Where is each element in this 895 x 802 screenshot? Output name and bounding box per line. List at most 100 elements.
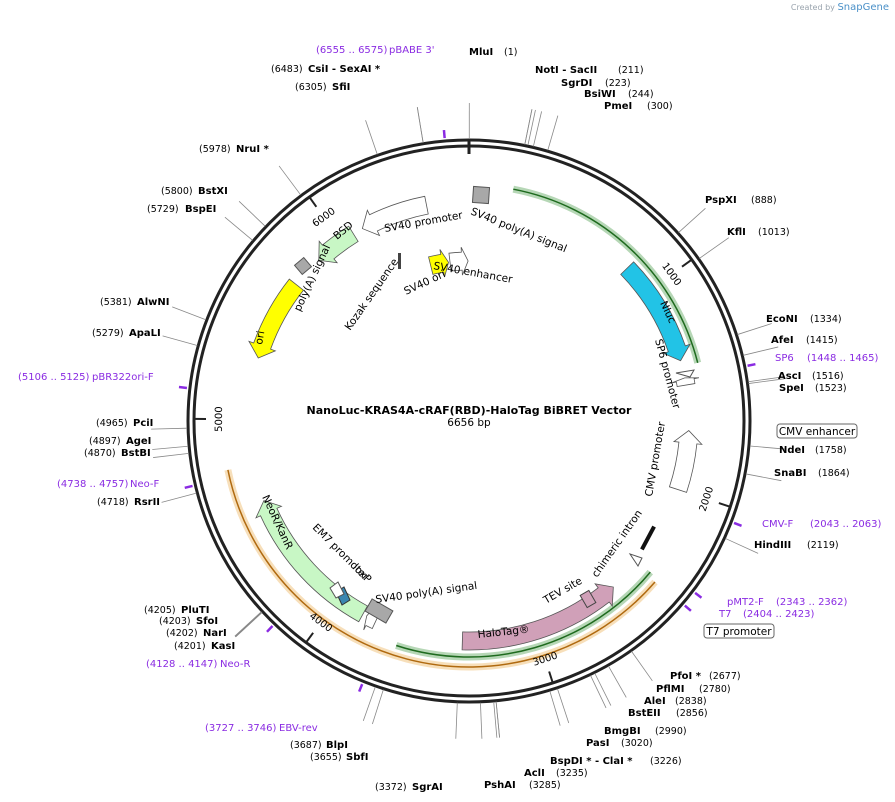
site-AgeI-pos: (4897): [89, 436, 121, 447]
site-BlpI-pos: (3687): [290, 740, 322, 751]
label-halotag: HaloTag®: [477, 624, 530, 641]
orf-orange: [227, 469, 656, 668]
site-AscI-pos: (1516): [812, 371, 844, 382]
site-AleI-pos: (2838): [675, 696, 707, 707]
site-line-14: [725, 538, 759, 554]
tick-3000: [548, 671, 554, 684]
site-BmgBI: BmgBI: [604, 726, 641, 737]
site-SfoI: SfoI: [196, 616, 218, 627]
site-line-9: [743, 346, 779, 356]
orf-arcs: [224, 185, 702, 671]
site-PflMI-pos: (2780): [699, 684, 731, 695]
label-sv40-enhancer: SV40 enhancer: [432, 260, 513, 286]
site-ApaLI-pos: (5279): [92, 328, 124, 339]
primer-mark-7: [184, 484, 193, 490]
site-NdeI-pos: (1758): [815, 445, 847, 456]
site-line-12: [749, 445, 786, 450]
site-line-11: [748, 378, 785, 384]
site-PfoI: PfoI *: [670, 671, 702, 682]
tick-marks: [194, 196, 731, 684]
site-NruI: NruI *: [236, 144, 270, 155]
snapgene-brand: SnapGene: [837, 2, 889, 13]
t7-promoter-box: [703, 623, 775, 639]
site-line-23: [493, 701, 498, 738]
site-line-41: [365, 120, 378, 155]
site-BstBI: BstBI: [121, 448, 151, 459]
sv40-polya-box-top: [471, 185, 491, 205]
site-RsrII-pos: (4718): [97, 497, 129, 508]
plasmid-name: NanoLuc-KRAS4A-cRAF(RBD)-HaloTag BiBRET …: [307, 404, 632, 417]
site-line-20: [549, 691, 561, 726]
site-AscI: AscI: [778, 371, 801, 382]
site-line-24: [480, 702, 483, 739]
orf-green-bottom: [396, 571, 651, 658]
chimeric-small-arrow: [628, 553, 643, 567]
site-BstXI: BstXI: [198, 186, 228, 197]
tick-1000: [681, 258, 693, 268]
site-line-5: [547, 115, 559, 151]
site-BstEII: BstEII: [628, 708, 661, 719]
site-PciI-pos: (4965): [96, 418, 128, 429]
site-line-10: [748, 376, 784, 383]
site-line-30: [234, 611, 262, 637]
site-BmgBI-pos: (2990): [655, 726, 687, 737]
cmv-enhancer-box: [776, 423, 858, 439]
primer-mark-8: [178, 385, 188, 390]
sv40-polya-box-bottom: [364, 598, 394, 624]
tick-label-3000: 3000: [532, 650, 560, 668]
site-line-17: [594, 673, 612, 706]
site-AlwNI: AlwNI: [137, 297, 170, 308]
primer-marks: [178, 129, 756, 693]
primer-pmt2f-name: pMT2-F: [727, 597, 764, 608]
site-SgrDI-pos: (223): [605, 78, 631, 89]
feature-sv40-enhancer: [448, 246, 469, 276]
primer-mark-2: [733, 521, 742, 527]
tick-4000: [305, 632, 314, 644]
site-AfeI-pos: (1415): [806, 335, 838, 346]
primer-ebvrev-range: (3727 .. 3746): [205, 723, 277, 734]
site-BspDI-ClaI: BspDI * - ClaI *: [550, 756, 633, 767]
primer-pmt2f-range: (2343 .. 2362): [776, 597, 848, 608]
site-line-25: [455, 702, 458, 739]
site-SpeI: SpeI: [779, 383, 804, 394]
tick-2000: [718, 502, 731, 508]
site-line-38: [224, 216, 253, 241]
site-line-7: [699, 237, 730, 259]
site-AfeI: AfeI: [771, 335, 794, 346]
tick-label-6000: 6000: [311, 206, 338, 230]
site-SgrDI: SgrDI: [561, 78, 592, 89]
polya-box: [293, 256, 313, 276]
site-SbfI: SbfI: [346, 752, 368, 763]
primer-mark-6: [358, 683, 364, 693]
site-CsiI-SexAI: CsiI - SexAI *: [308, 64, 381, 75]
site-line-6: [678, 208, 706, 233]
site-BsiWI: BsiWI: [584, 89, 616, 100]
site-BstBI-pos: (4870): [84, 448, 116, 459]
site-PspXI: PspXI: [705, 195, 737, 206]
site-line-40: [278, 165, 301, 196]
site-AleI: AleI: [644, 696, 666, 707]
site-line-34: [152, 445, 189, 450]
primer-neof-range: (4738 .. 4757): [57, 479, 129, 490]
site-SnaBI: SnaBI: [774, 468, 806, 479]
site-line-31: [234, 611, 262, 637]
site-PspXI-pos: (888): [751, 195, 777, 206]
site-AclI-pos: (3235): [556, 768, 588, 779]
site-line-22: [495, 701, 500, 738]
site-MluI-pos: (1): [504, 47, 517, 58]
site-SfiI: SfiI: [332, 82, 350, 93]
site-BspDI-ClaI-pos: (3226): [650, 756, 682, 767]
site-PasI-pos: (3020): [621, 738, 653, 749]
site-line-16: [608, 665, 627, 698]
primer-neor-name: Neo-R: [220, 659, 251, 670]
label-polya-signal: poly(A) signal: [292, 243, 333, 313]
site-NotI-SacII: NotI - SacII: [535, 65, 597, 76]
label-sv40-polya-top: SV40 poly(A) signal: [469, 206, 569, 256]
site-line-26: [372, 689, 384, 725]
site-line-33: [153, 453, 189, 458]
site-line-3: [527, 109, 536, 146]
site-HindIII: HindIII: [754, 540, 791, 551]
site-KasI: KasI: [211, 641, 235, 652]
primer-mark-1: [747, 362, 756, 367]
